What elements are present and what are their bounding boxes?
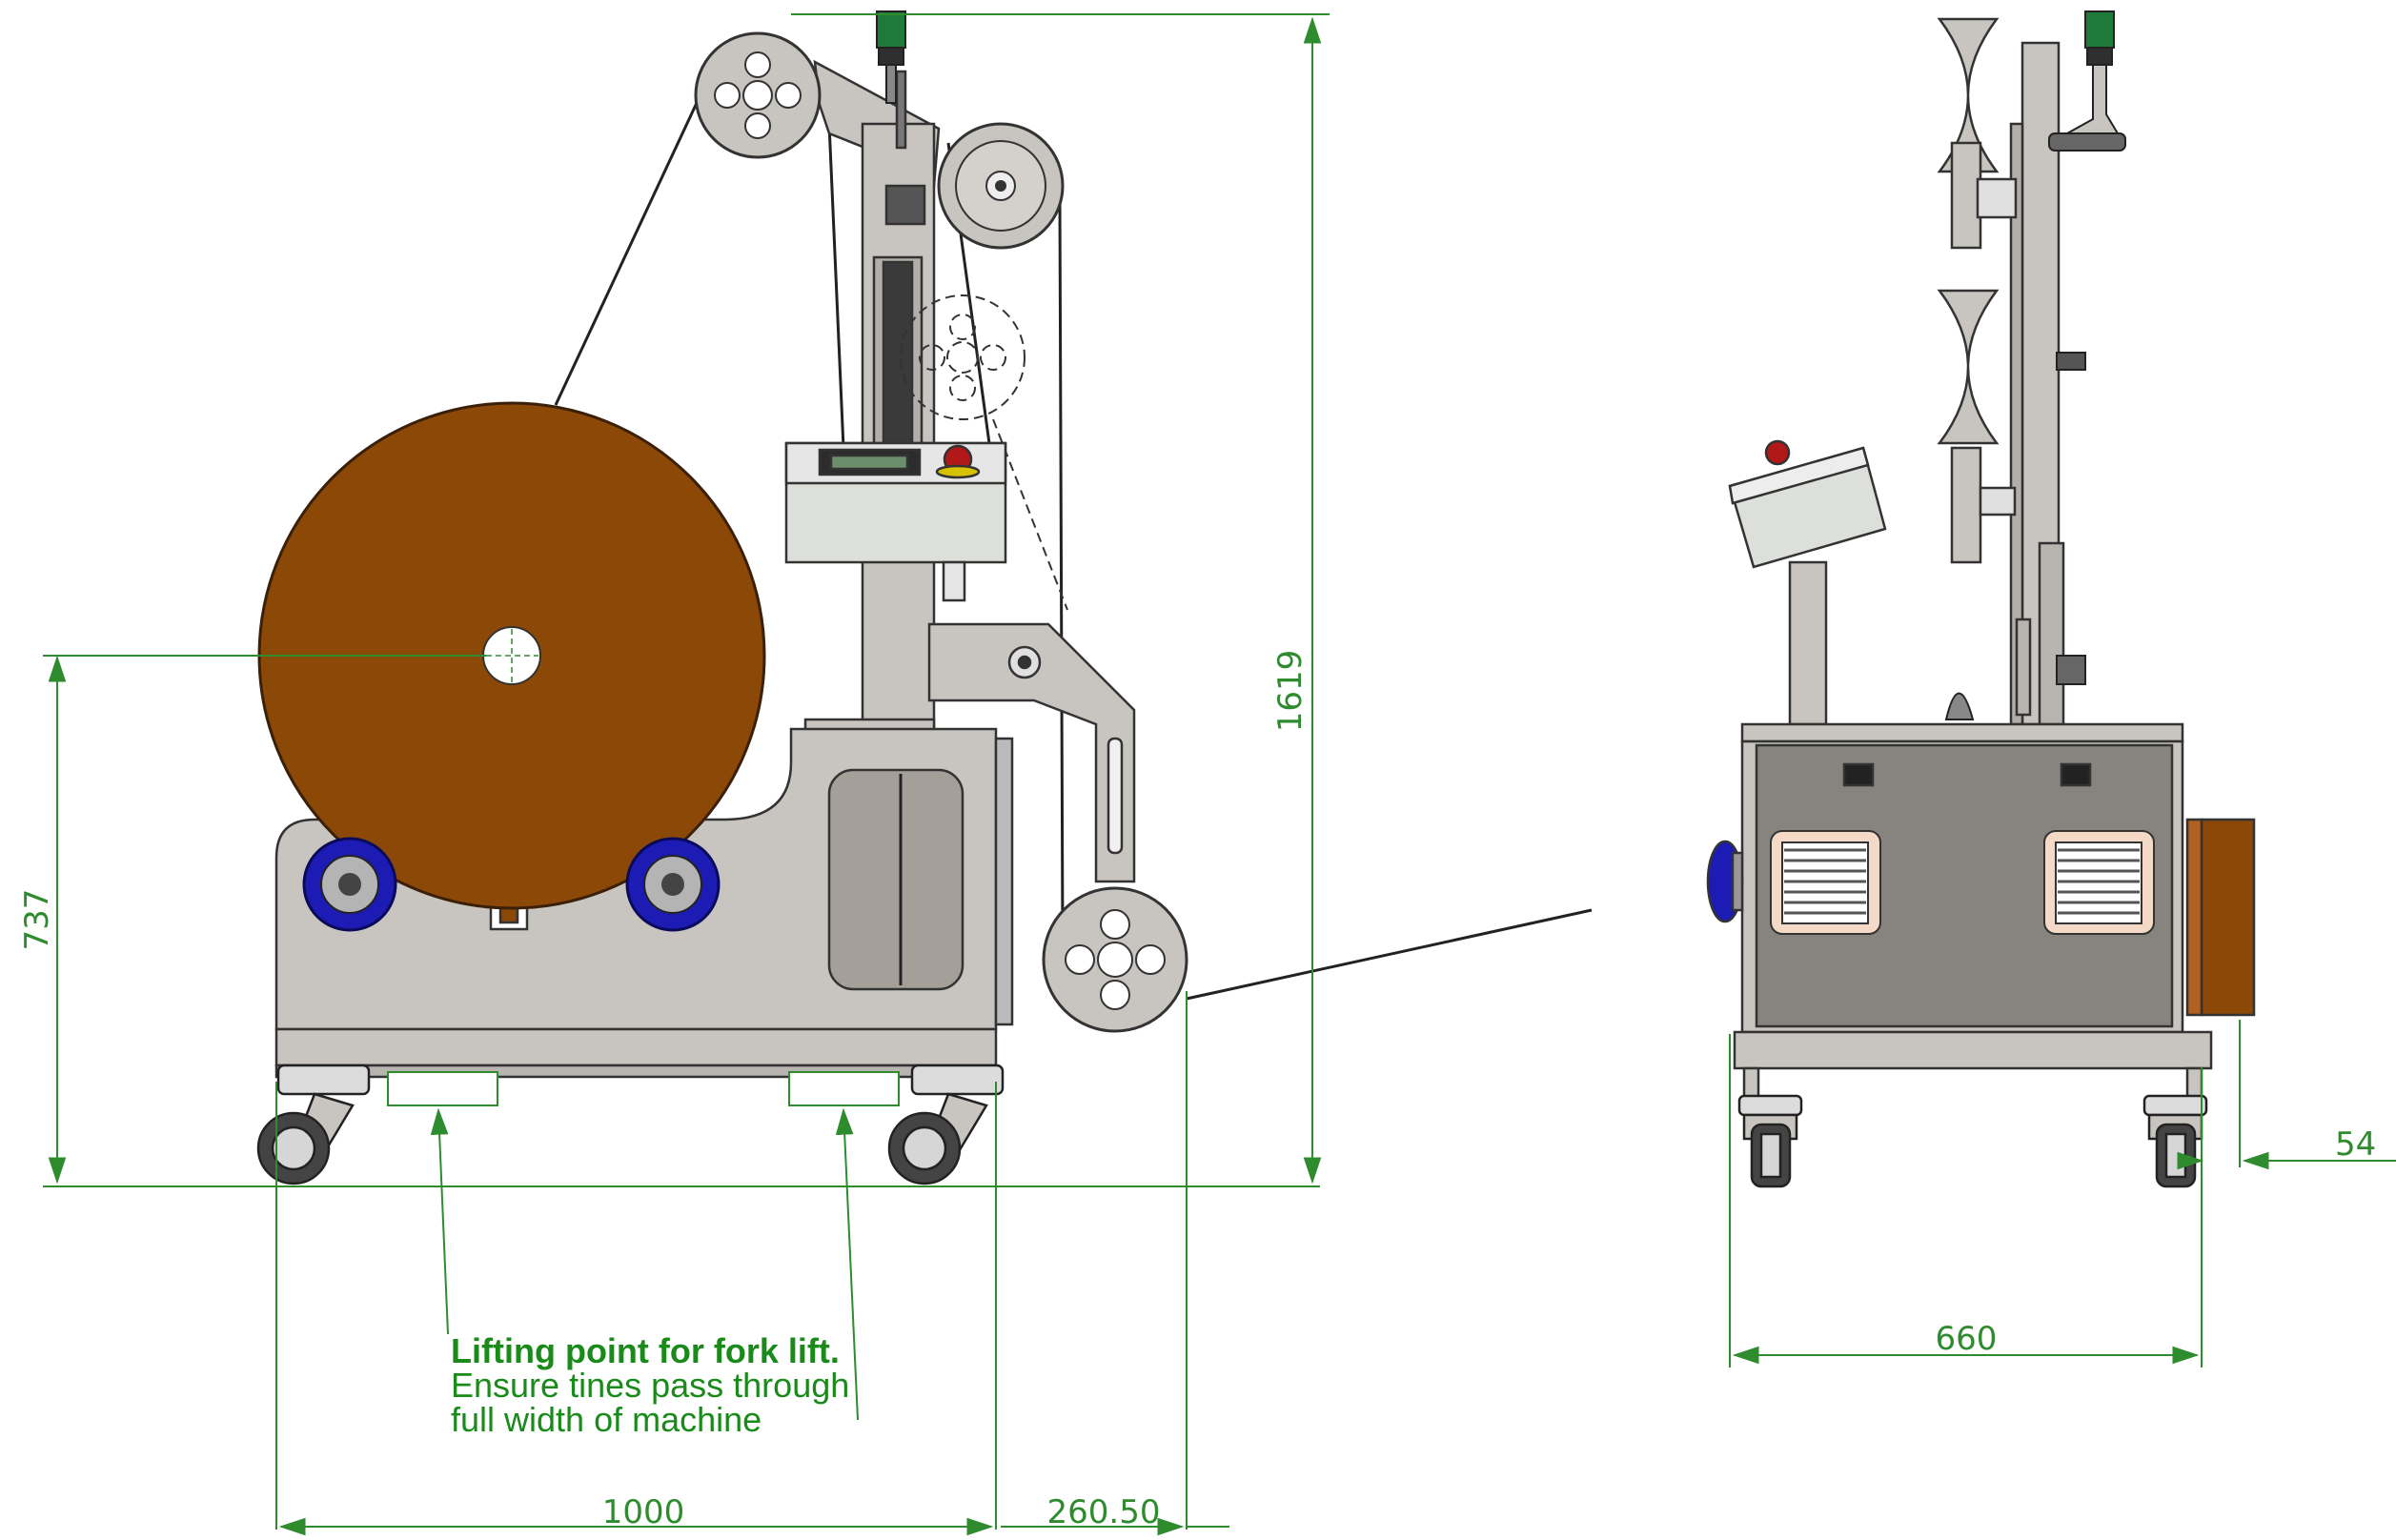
side-guide-wheels bbox=[1937, 17, 2032, 717]
note-line-3: full width of machine bbox=[451, 1400, 761, 1439]
side-caster-left bbox=[1737, 1094, 1803, 1188]
dim-reel-center-height: 737 bbox=[18, 889, 56, 951]
side-vent-right bbox=[2043, 830, 2155, 935]
top-left-pulley bbox=[694, 31, 822, 159]
dim-overall-height: 1619 bbox=[1271, 650, 1310, 733]
side-control-box bbox=[1728, 439, 1887, 726]
web-arm bbox=[813, 59, 941, 736]
bottom-pulley bbox=[1042, 886, 1188, 1033]
side-view bbox=[1706, 10, 2256, 1188]
motor-left bbox=[302, 837, 397, 932]
dim-side-offset: 54 bbox=[2335, 1125, 2376, 1164]
dancer-arm bbox=[927, 622, 1136, 883]
dim-base-width: 1000 bbox=[602, 1493, 685, 1531]
side-caster-right bbox=[2142, 1094, 2208, 1188]
dimension-labels: 1619 737 1000 260.50 660 54 bbox=[18, 650, 2376, 1531]
side-clamps bbox=[1944, 352, 2086, 720]
motor-right bbox=[625, 837, 721, 932]
caster-left bbox=[256, 1064, 371, 1185]
side-column bbox=[2009, 41, 2065, 726]
side-signal-tower bbox=[2048, 10, 2126, 152]
dim-roller-overhang: 260.50 bbox=[1047, 1493, 1161, 1531]
fork-lift-pockets bbox=[387, 1071, 900, 1106]
top-right-roller bbox=[937, 122, 1065, 250]
dim-side-width: 660 bbox=[1936, 1320, 1998, 1358]
control-box bbox=[784, 441, 1007, 602]
side-vent-left bbox=[1770, 830, 1881, 935]
fork-lift-note: Lifting point for fork lift. Ensure tine… bbox=[451, 1331, 849, 1439]
note-title: Lifting point for fork lift. bbox=[451, 1331, 840, 1370]
signal-tower bbox=[876, 10, 906, 104]
caster-right bbox=[887, 1064, 1005, 1185]
side-base bbox=[1733, 1030, 2213, 1104]
dimension-lines bbox=[43, 13, 2396, 1536]
note-line-2: Ensure tines pass through bbox=[451, 1366, 849, 1405]
front-view bbox=[256, 10, 1593, 1185]
